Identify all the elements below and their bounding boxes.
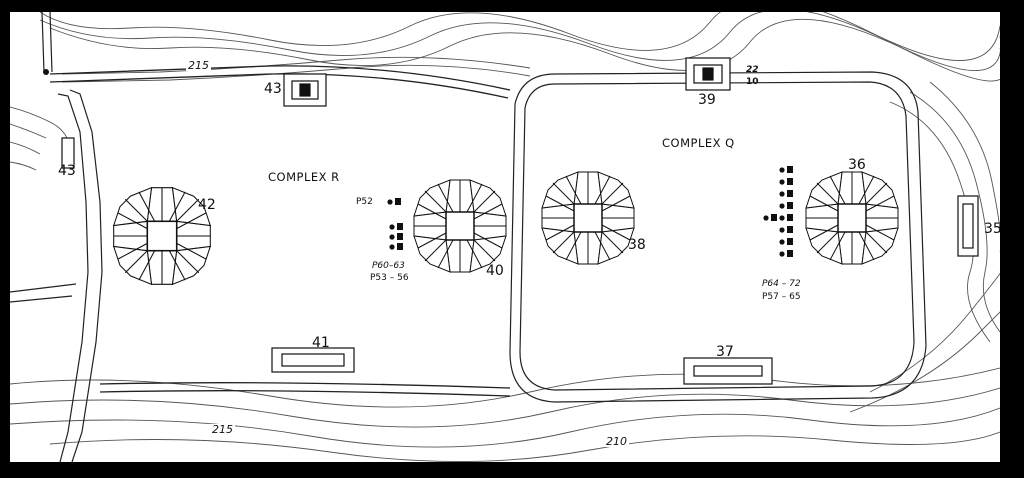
contour-215-bottom-label: 215 (210, 423, 235, 436)
structure-42-label: 42 (198, 197, 216, 213)
structure-38-pyramid (541, 171, 635, 265)
stela-p52-label: P52 (356, 197, 373, 207)
structure-40-pyramid (413, 179, 507, 273)
structure-39 (685, 57, 731, 91)
stela-markers-r (387, 198, 403, 250)
structure-43-top (283, 73, 327, 107)
structure-35 (957, 195, 979, 257)
structure-42-pyramid (112, 186, 212, 286)
small-number-10: 10 (746, 77, 759, 87)
structure-41 (271, 347, 355, 373)
pin-marker (43, 69, 49, 75)
structure-35-label: 35 (984, 221, 1002, 237)
causeway (10, 12, 103, 462)
structure-43-label-top: 43 (264, 81, 282, 97)
complex-q-terrace (509, 71, 927, 403)
structure-40-label: 40 (486, 263, 504, 279)
stela-markers-q (763, 166, 793, 257)
structure-38-label: 38 (628, 237, 646, 253)
contour-210-label: 210 (604, 435, 629, 448)
stela-p64-72-label: P64 – 72 (762, 279, 801, 289)
contour-215-top-label: 215 (186, 59, 211, 72)
structure-36-label: 36 (848, 157, 866, 173)
small-number-22: 22 (746, 65, 759, 75)
structure-41-label: 41 (312, 335, 330, 351)
complex-q-label: COMPLEX Q (662, 136, 735, 150)
stela-p53-56-label: P53 – 56 (370, 273, 409, 283)
stela-p57-65-label: P57 – 65 (762, 292, 801, 302)
structure-43-label-left: 43 (58, 163, 76, 179)
stela-p60-63-label: P60–63 (372, 261, 405, 271)
structure-37-label: 37 (716, 344, 734, 360)
boundary-lines (49, 65, 511, 397)
structure-36-pyramid (805, 171, 899, 265)
complex-r-label: COMPLEX R (268, 170, 340, 184)
structure-43-left (61, 137, 75, 169)
site-plan-map (10, 12, 1000, 462)
structure-37 (683, 357, 773, 385)
structure-39-label: 39 (698, 92, 716, 108)
